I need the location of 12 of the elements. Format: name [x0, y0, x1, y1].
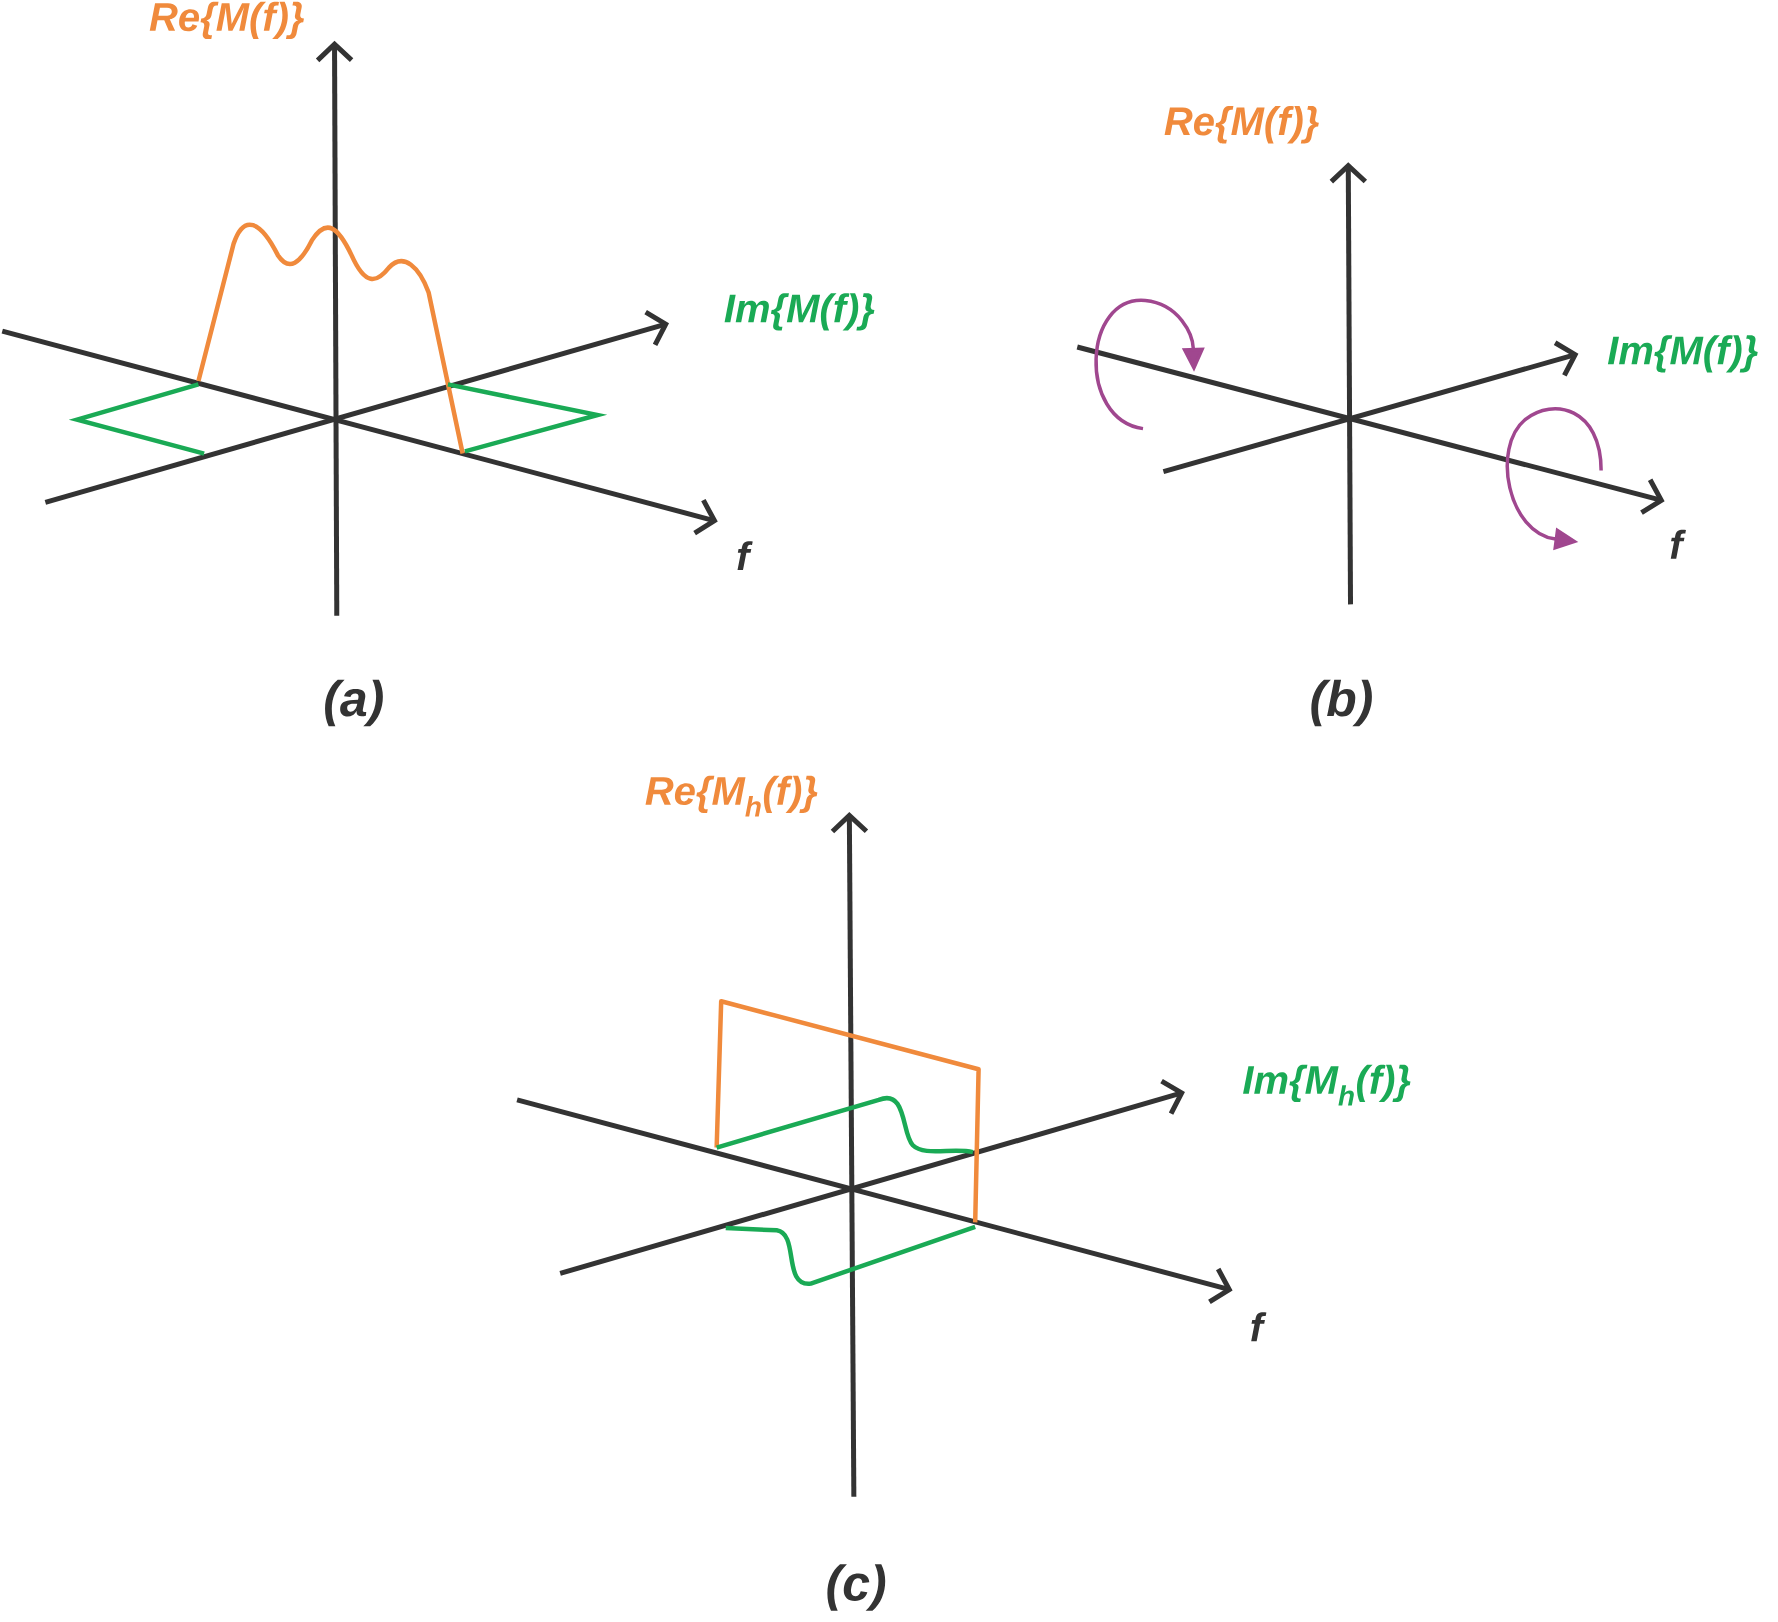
panel-label: (a): [325, 680, 383, 727]
panel-label: (b): [1311, 680, 1372, 727]
axis-label: f: [1670, 530, 1686, 560]
axis-label: Im{M(f)}: [1607, 335, 1758, 373]
axis-label: Re{M$_{h}$(f)}: [645, 775, 818, 817]
axis-label: Im{M(f)}: [724, 293, 875, 331]
axis-label: f: [1251, 1312, 1267, 1342]
axis-label: f: [737, 541, 753, 571]
axis-label: Re{M(f)}: [1164, 106, 1319, 144]
axis-label: Im{M$_{h}$(f)}: [1243, 1065, 1411, 1106]
axis-label: Re{M(f)}: [149, 2, 304, 40]
panel-label: (c): [827, 1564, 886, 1612]
